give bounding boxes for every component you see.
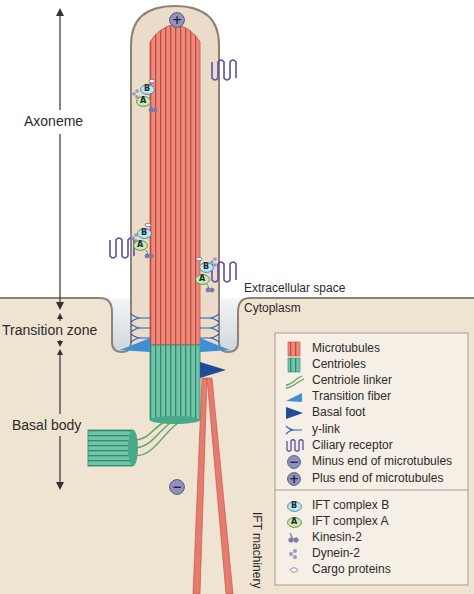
dynein-2-motor [131,89,217,267]
legend-text: Ciliary receptor [312,439,393,453]
end-circle [288,456,301,469]
legend-text: Transition fiber [312,390,391,404]
legend-box [275,333,468,585]
node-symbol: + [169,12,185,28]
extent-arrow [59,14,60,484]
node-symbol: − [287,455,301,469]
node-symbol: B [287,501,302,512]
ciliary-pocket [100,298,131,352]
legend-text: Plus end of microtubules [312,472,443,486]
legend-icon [288,358,300,372]
legend-ift-a-icon: A [287,517,302,528]
ift-oval [287,501,301,511]
ift-oval [195,274,209,284]
ift-oval [140,84,154,94]
node-symbol: − [169,479,185,495]
ift-complex-a: A [133,240,148,251]
node-symbol: A [287,517,302,528]
space-label: Cytoplasm [244,302,301,316]
ift-oval [133,240,147,250]
centriole-linker [133,421,178,456]
legend-text: Kinesin-2 [312,531,362,545]
ift-complex-b: B [140,84,155,95]
microtubule [193,378,207,594]
basal-body-centriole [150,345,200,420]
legend-icon [286,376,304,388]
legend-icon [286,407,303,419]
y-link [200,314,219,342]
legend-text: Minus end of microtubules [312,455,452,469]
end-circle [170,480,185,495]
legend-divider [275,490,468,491]
legend-icon [289,549,297,559]
ciliary-receptor [212,262,236,282]
ift-complex-b: B [137,228,152,239]
ift-oval [136,96,150,106]
node-symbol: B [199,262,214,273]
axoneme-microtubules [150,24,200,345]
ift-complex-a: A [136,96,151,107]
centriole-end [150,416,200,424]
cargo-protein [145,79,202,261]
node-symbol: B [140,84,155,95]
microtubule [207,378,233,594]
minus-end-marker: − [169,479,185,495]
legend-text: Dynein-2 [312,547,360,561]
ciliary-receptor [110,238,134,258]
space-label: Extracellular space [244,282,345,296]
legend-minus-icon: − [287,455,301,469]
ift-machinery-label: IFT machinery [249,512,263,588]
transition-fiber [120,338,150,352]
end-circle [170,13,185,28]
legend-text: y-link [312,423,340,437]
legend-ift-b-icon: B [287,501,302,512]
ciliary-receptor [212,60,236,80]
ift-complex-b: B [199,262,214,273]
kinesin-2-motor [145,104,214,292]
legend-text: Centrioles [312,358,366,372]
region-label: Transition zone [2,322,97,338]
node-symbol: + [287,472,301,486]
legend-text: Microtubules [312,342,380,356]
legend-icon [291,568,298,572]
node-symbol: A [133,240,148,251]
node-symbol: A [136,96,151,107]
legend-icon [286,426,302,434]
node-symbol: A [195,274,210,285]
ift-oval [287,517,301,527]
legend-plus-icon: + [287,472,301,486]
ift-oval [199,262,213,272]
legend-text: IFT complex B [312,499,389,513]
daughter-centriole [88,430,133,466]
y-link [131,314,150,342]
legend-text: Basal foot [312,406,365,420]
region-label: Basal body [12,417,81,433]
legend-text: Centriole linker [312,374,392,388]
legend-icon [286,393,302,402]
centriole-end [128,430,138,466]
end-circle [288,473,301,486]
ift-complex-a: A [195,274,210,285]
transition-fiber [200,338,230,352]
legend-icon [288,342,300,356]
plus-end-marker: + [169,12,185,28]
ift-oval [137,228,151,238]
legend-icon [287,440,303,452]
legend-text: IFT complex A [312,515,388,529]
legend-text: Cargo proteins [312,563,391,577]
basal-foot [200,362,226,378]
cilium-body [131,6,219,352]
legend-icon [289,533,298,542]
cell-membrane [0,6,474,352]
region-label: Axoneme [24,113,83,129]
node-symbol: B [137,228,152,239]
